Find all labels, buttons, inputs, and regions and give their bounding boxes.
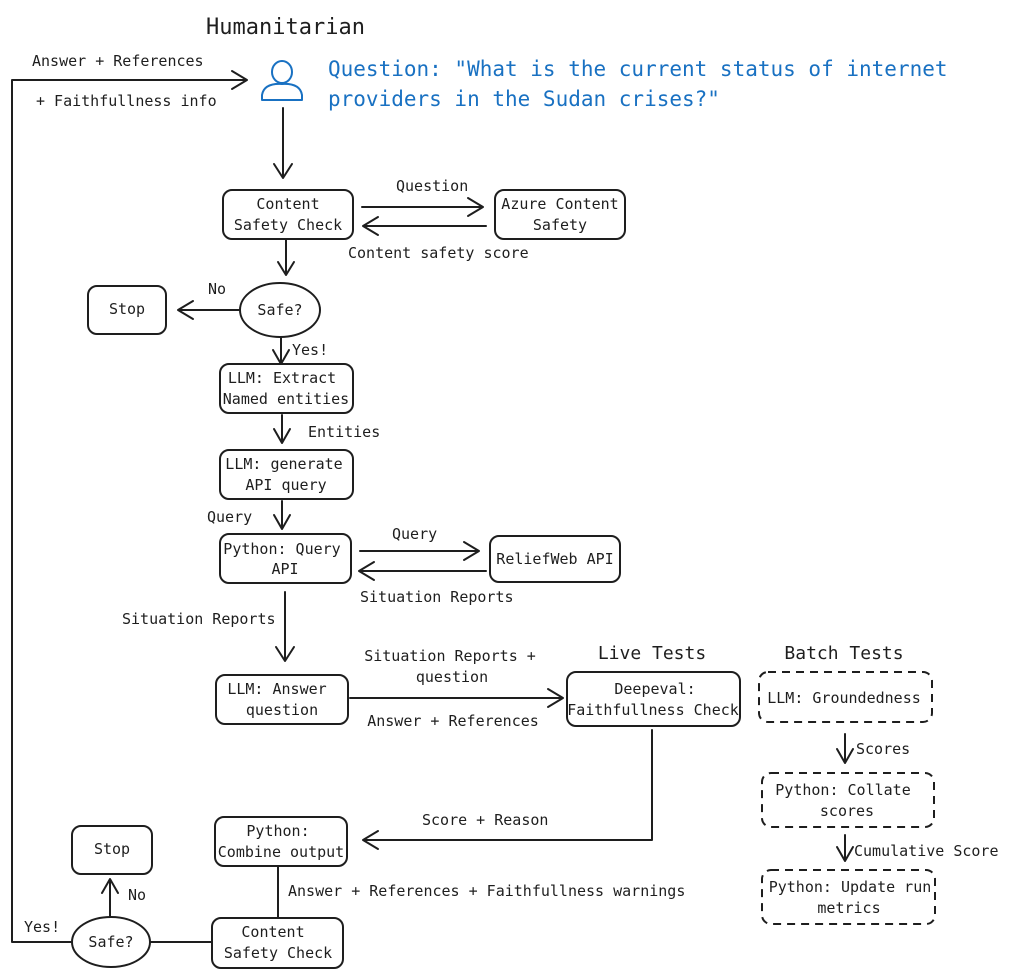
arrow-generate-to-python-query xyxy=(273,500,291,530)
llm-extract-entities-node: LLM: Extract Named entities xyxy=(219,363,354,414)
svg-text:Faithfullness Check: Faithfullness Check xyxy=(567,701,739,719)
svg-text:LLM: Groundedness: LLM: Groundedness xyxy=(767,689,921,707)
arrow-safe-to-stop-final xyxy=(101,878,119,917)
arrow-score-to-safety-check xyxy=(362,216,487,236)
llm-groundedness-node: LLM: Groundedness xyxy=(758,671,933,723)
svg-text:Stop: Stop xyxy=(109,300,145,318)
svg-text:Python:: Python: xyxy=(246,822,309,840)
svg-text:Safety: Safety xyxy=(533,216,587,234)
arrow-query-to-answer xyxy=(275,591,295,662)
svg-text:Combine output: Combine output xyxy=(218,843,344,861)
label-sit-reports-question-2: question xyxy=(416,668,488,686)
svg-text:LLM: generate: LLM: generate xyxy=(225,455,342,473)
question-line-2: providers in the Sudan crises?" xyxy=(328,87,720,111)
svg-text:Content: Content xyxy=(241,923,304,941)
diagram-title: Humanitarian xyxy=(206,15,365,40)
reliefweb-api-node: ReliefWeb API xyxy=(489,535,621,583)
svg-text:Safe?: Safe? xyxy=(88,933,133,951)
label-cumulative-score: Cumulative Score xyxy=(854,842,999,860)
feedback-loop-arrow xyxy=(11,70,248,943)
arrow-question-to-azure xyxy=(361,197,484,217)
svg-text:Python: Update run: Python: Update run xyxy=(769,878,932,896)
question-line-1: Question: "What is the current status of… xyxy=(328,57,948,81)
label-score-reason: Score + Reason xyxy=(422,811,548,829)
label-situation-reports-left: Situation Reports xyxy=(122,610,276,628)
svg-text:API query: API query xyxy=(245,476,326,494)
label-scores: Scores xyxy=(856,740,910,758)
safe-decision-final-node: Safe? xyxy=(71,916,151,968)
svg-text:ReliefWeb API: ReliefWeb API xyxy=(496,550,613,568)
llm-answer-question-node: LLM: Answer question xyxy=(215,674,349,725)
arrow-query-to-reliefweb xyxy=(359,541,480,561)
label-yes-2: Yes! xyxy=(24,918,60,936)
label-query-left: Query xyxy=(207,508,252,526)
svg-text:scores: scores xyxy=(820,802,874,820)
svg-text:Content: Content xyxy=(256,195,319,213)
svg-text:API: API xyxy=(271,560,298,578)
svg-text:LLM: Answer: LLM: Answer xyxy=(227,680,326,698)
arrow-safe-to-stop xyxy=(177,300,241,320)
label-question: Question xyxy=(396,177,468,195)
label-answer-references-top: Answer + References xyxy=(32,52,204,70)
svg-text:Python: Collate: Python: Collate xyxy=(775,781,910,799)
svg-text:question: question xyxy=(246,701,318,719)
batch-tests-heading: Batch Tests xyxy=(784,643,903,664)
label-content-safety-score: Content safety score xyxy=(348,244,529,262)
arrow-safe-to-extract xyxy=(272,337,290,365)
stop-final-node: Stop xyxy=(71,825,153,875)
svg-text:Azure Content: Azure Content xyxy=(501,195,618,213)
python-combine-output-node: Python: Combine output xyxy=(214,816,348,867)
python-collate-scores-node: Python: Collate scores xyxy=(761,772,935,828)
label-answer-refs-warnings: Answer + References + Faithfullness warn… xyxy=(288,882,685,900)
live-tests-heading: Live Tests xyxy=(598,643,706,664)
svg-text:Safety Check: Safety Check xyxy=(224,944,332,962)
arrow-reliefweb-to-query xyxy=(358,561,487,581)
label-answer-references: Answer + References xyxy=(367,712,539,730)
arrow-safety-check-to-safe xyxy=(277,239,295,276)
label-yes-1: Yes! xyxy=(292,341,328,359)
content-safety-check-node: Content Safety Check xyxy=(222,189,354,240)
svg-text:Stop: Stop xyxy=(94,840,130,858)
user-icon xyxy=(261,60,303,101)
arrow-extract-to-generate xyxy=(273,414,291,444)
stop-node: Stop xyxy=(87,285,167,335)
label-no-2: No xyxy=(128,886,146,904)
svg-text:Named entities: Named entities xyxy=(223,390,349,408)
arrow-collate-to-update xyxy=(836,834,854,862)
label-sit-reports-question-1: Situation Reports + xyxy=(364,647,536,665)
arrow-deepeval-to-combine xyxy=(362,729,653,850)
label-query-right: Query xyxy=(392,525,437,543)
python-update-metrics-node: Python: Update run metrics xyxy=(761,869,936,925)
arrow-groundedness-to-collate xyxy=(836,733,854,764)
svg-text:Python: Query: Python: Query xyxy=(223,540,340,558)
svg-text:metrics: metrics xyxy=(817,899,880,917)
arrow-answer-to-deepeval xyxy=(349,688,564,708)
label-no-1: No xyxy=(208,280,226,298)
deepeval-faithfulness-node: Deepeval: Faithfullness Check xyxy=(566,671,741,727)
svg-text:Safe?: Safe? xyxy=(257,301,302,319)
svg-text:Deepeval:: Deepeval: xyxy=(614,680,695,698)
label-faithfulness-info: + Faithfullness info xyxy=(36,92,217,110)
arrow-user-to-safety-check xyxy=(273,107,293,179)
svg-text:LLM: Extract: LLM: Extract xyxy=(228,369,336,387)
label-entities: Entities xyxy=(308,423,380,441)
llm-generate-query-node: LLM: generate API query xyxy=(219,449,354,500)
python-query-api-node: Python: Query API xyxy=(219,533,352,584)
svg-text:Safety Check: Safety Check xyxy=(234,216,342,234)
label-situation-reports-api: Situation Reports xyxy=(360,588,514,606)
safe-decision-node: Safe? xyxy=(239,282,321,338)
content-safety-check-final-node: Content Safety Check xyxy=(211,917,344,969)
azure-content-safety-node: Azure Content Safety xyxy=(494,189,626,240)
